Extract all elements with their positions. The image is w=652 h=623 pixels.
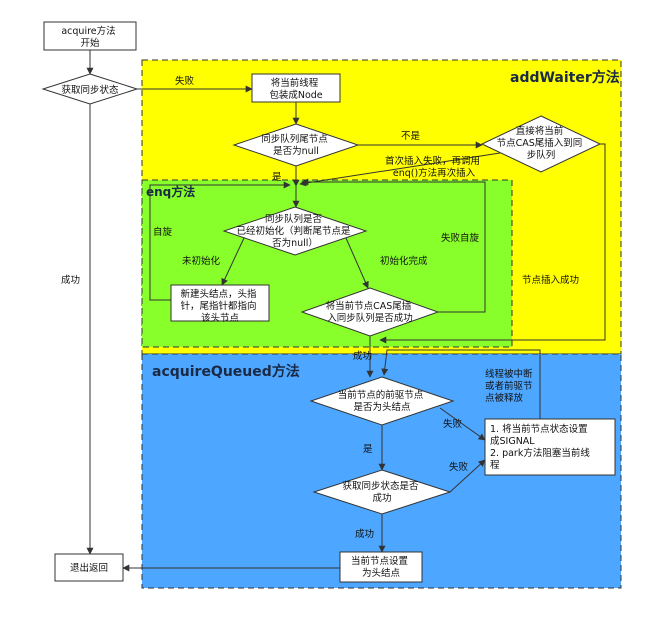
arrow-queueinit-not-initialized xyxy=(221,237,245,286)
queue-init-text: 同步队列是否 已经初始化（判断尾节点是 否为null） xyxy=(236,213,353,249)
tail-null-line-2: 是否为null xyxy=(273,145,319,157)
park-line-3: 2. park方法阻塞当前线 xyxy=(490,447,590,459)
cas-direct-line-2: 节点CAS尾插入到同 xyxy=(497,137,583,149)
exit-text: 退出返回 xyxy=(70,562,108,574)
label-interrupt-line-1: 线程被中断 xyxy=(485,368,533,380)
cas-direct-text: 直接将当前 节点CAS尾插入到同 步队列 xyxy=(497,125,586,161)
park-box xyxy=(484,418,616,476)
label-spin-fail: 失败自旋 xyxy=(441,232,480,244)
cas-direct-line-3: 步队列 xyxy=(527,149,556,161)
label-init-done: 初始化完成 xyxy=(380,255,428,267)
arrow-queueinit-done xyxy=(345,237,369,289)
wrap-node-line-2: 包装成Node xyxy=(269,89,322,101)
tail-null-text: 同步队列尾节点 是否为null xyxy=(261,133,331,157)
cas-enq-line-1: 将当前节点CAS尾插 xyxy=(326,300,412,312)
edge-labels: 失败 不是 是 首次插入失败，再调用 enq()方法再次插入 自旋 失败自旋 未… xyxy=(61,75,579,540)
section-title-acquirequeued: acquireQueued方法 xyxy=(152,363,300,380)
section-title-enq: enq方法 xyxy=(146,184,195,199)
set-head-line-2: 为头结点 xyxy=(362,567,401,579)
new-head-box xyxy=(170,284,270,322)
label-fail-1: 失败 xyxy=(443,418,463,430)
label-interrupt-line-3: 点被释放 xyxy=(485,392,524,404)
queue-init-line-2: 已经初始化（判断尾节点是 xyxy=(236,225,351,237)
cas-direct-line-1: 直接将当前 xyxy=(516,125,564,137)
new-head-line-3: 该头节点 xyxy=(201,312,240,324)
queue-init-diamond xyxy=(222,206,368,256)
tail-null-line-1: 同步队列尾节点 xyxy=(261,133,328,145)
label-fail-2: 失败 xyxy=(449,461,469,473)
label-fail: 失败 xyxy=(175,75,195,87)
arrow-casenq-fail-spin xyxy=(301,178,486,313)
label-success-2: 成功 xyxy=(355,528,374,540)
label-yes-pred: 是 xyxy=(363,444,373,455)
label-spin-left: 自旋 xyxy=(153,226,173,238)
section-title-addwaiter: addWaiter方法 xyxy=(510,69,620,86)
node-texts: acquire方法 开始 获取同步状态 将当前线程 包装成Node 同步队列尾节… xyxy=(61,25,593,579)
arrow-casdirect-fail-to-enq xyxy=(299,152,501,187)
try-again-line-1: 获取同步状态是否 xyxy=(342,480,419,492)
pred-head-line-2: 是否为头结点 xyxy=(353,401,411,413)
wrap-node-text: 将当前线程 包装成Node xyxy=(269,77,322,101)
queue-init-line-1: 同步队列是否 xyxy=(265,213,323,225)
cas-enq-line-2: 入同步队列是否成功 xyxy=(327,312,413,324)
label-yes-tail: 是 xyxy=(272,172,282,183)
connectors xyxy=(86,50,606,572)
park-line-1: 1. 将当前节点状态设置 xyxy=(490,423,588,435)
start-box xyxy=(43,21,137,51)
set-head-box xyxy=(339,551,423,583)
park-line-4: 程 xyxy=(490,460,500,471)
pred-head-line-1: 当前节点的前驱节点 xyxy=(338,389,424,401)
label-not-initialized: 未初始化 xyxy=(182,255,221,267)
arrow-tryagain-fail xyxy=(449,459,486,493)
set-head-line-1: 当前节点设置 xyxy=(351,555,408,567)
label-success-main: 成功 xyxy=(61,274,80,286)
try-again-text: 获取同步状态是否 成功 xyxy=(342,480,421,504)
queue-init-line-3: 否为null） xyxy=(272,237,318,249)
exit-box xyxy=(54,553,124,582)
set-head-text: 当前节点设置 为头结点 xyxy=(351,555,411,579)
label-interrupt: 线程被中断 或者前驱节 点被释放 xyxy=(485,368,536,404)
label-first-insert-fail-line-2: enq()方法再次插入 xyxy=(393,167,476,179)
start-line-1: acquire方法 xyxy=(61,25,115,37)
new-head-text: 新建头结点，头指 针，尾指针都指向 该头节点 xyxy=(180,288,259,324)
new-head-line-1: 新建头结点，头指 xyxy=(180,288,257,300)
start-text: acquire方法 开始 xyxy=(61,25,118,49)
label-success: 成功 xyxy=(353,350,372,362)
arrow-predhead-fail xyxy=(439,407,486,441)
try-again-line-2: 成功 xyxy=(372,492,391,504)
pred-head-text: 当前节点的前驱节点 是否为头结点 xyxy=(338,389,427,413)
new-head-line-2: 针，尾指针都指向 xyxy=(180,300,256,312)
arrow-casdirect-success xyxy=(379,143,606,344)
label-not: 不是 xyxy=(401,131,421,142)
cas-direct-diamond xyxy=(480,115,602,173)
label-first-insert-fail: 首次插入失败，再调用 enq()方法再次插入 xyxy=(385,155,483,179)
label-interrupt-line-2: 或者前驱节 xyxy=(485,380,533,392)
label-first-insert-fail-line-1: 首次插入失败，再调用 xyxy=(385,155,480,167)
wrap-node-line-1: 将当前线程 xyxy=(271,77,319,89)
cas-enq-text: 将当前节点CAS尾插 入同步队列是否成功 xyxy=(326,300,415,324)
arrow-park-wakeup xyxy=(381,349,541,419)
label-tail-insert-success: 节点插入成功 xyxy=(522,274,579,286)
park-text: 1. 将当前节点状态设置 成SIGNAL 2. park方法阻塞当前线 程 xyxy=(490,423,593,471)
park-line-2: 成SIGNAL xyxy=(490,435,535,447)
try-acquire-text: 获取同步状态 xyxy=(61,84,119,96)
arrow-newhead-spin xyxy=(149,181,291,301)
start-line-2: 开始 xyxy=(80,37,100,49)
